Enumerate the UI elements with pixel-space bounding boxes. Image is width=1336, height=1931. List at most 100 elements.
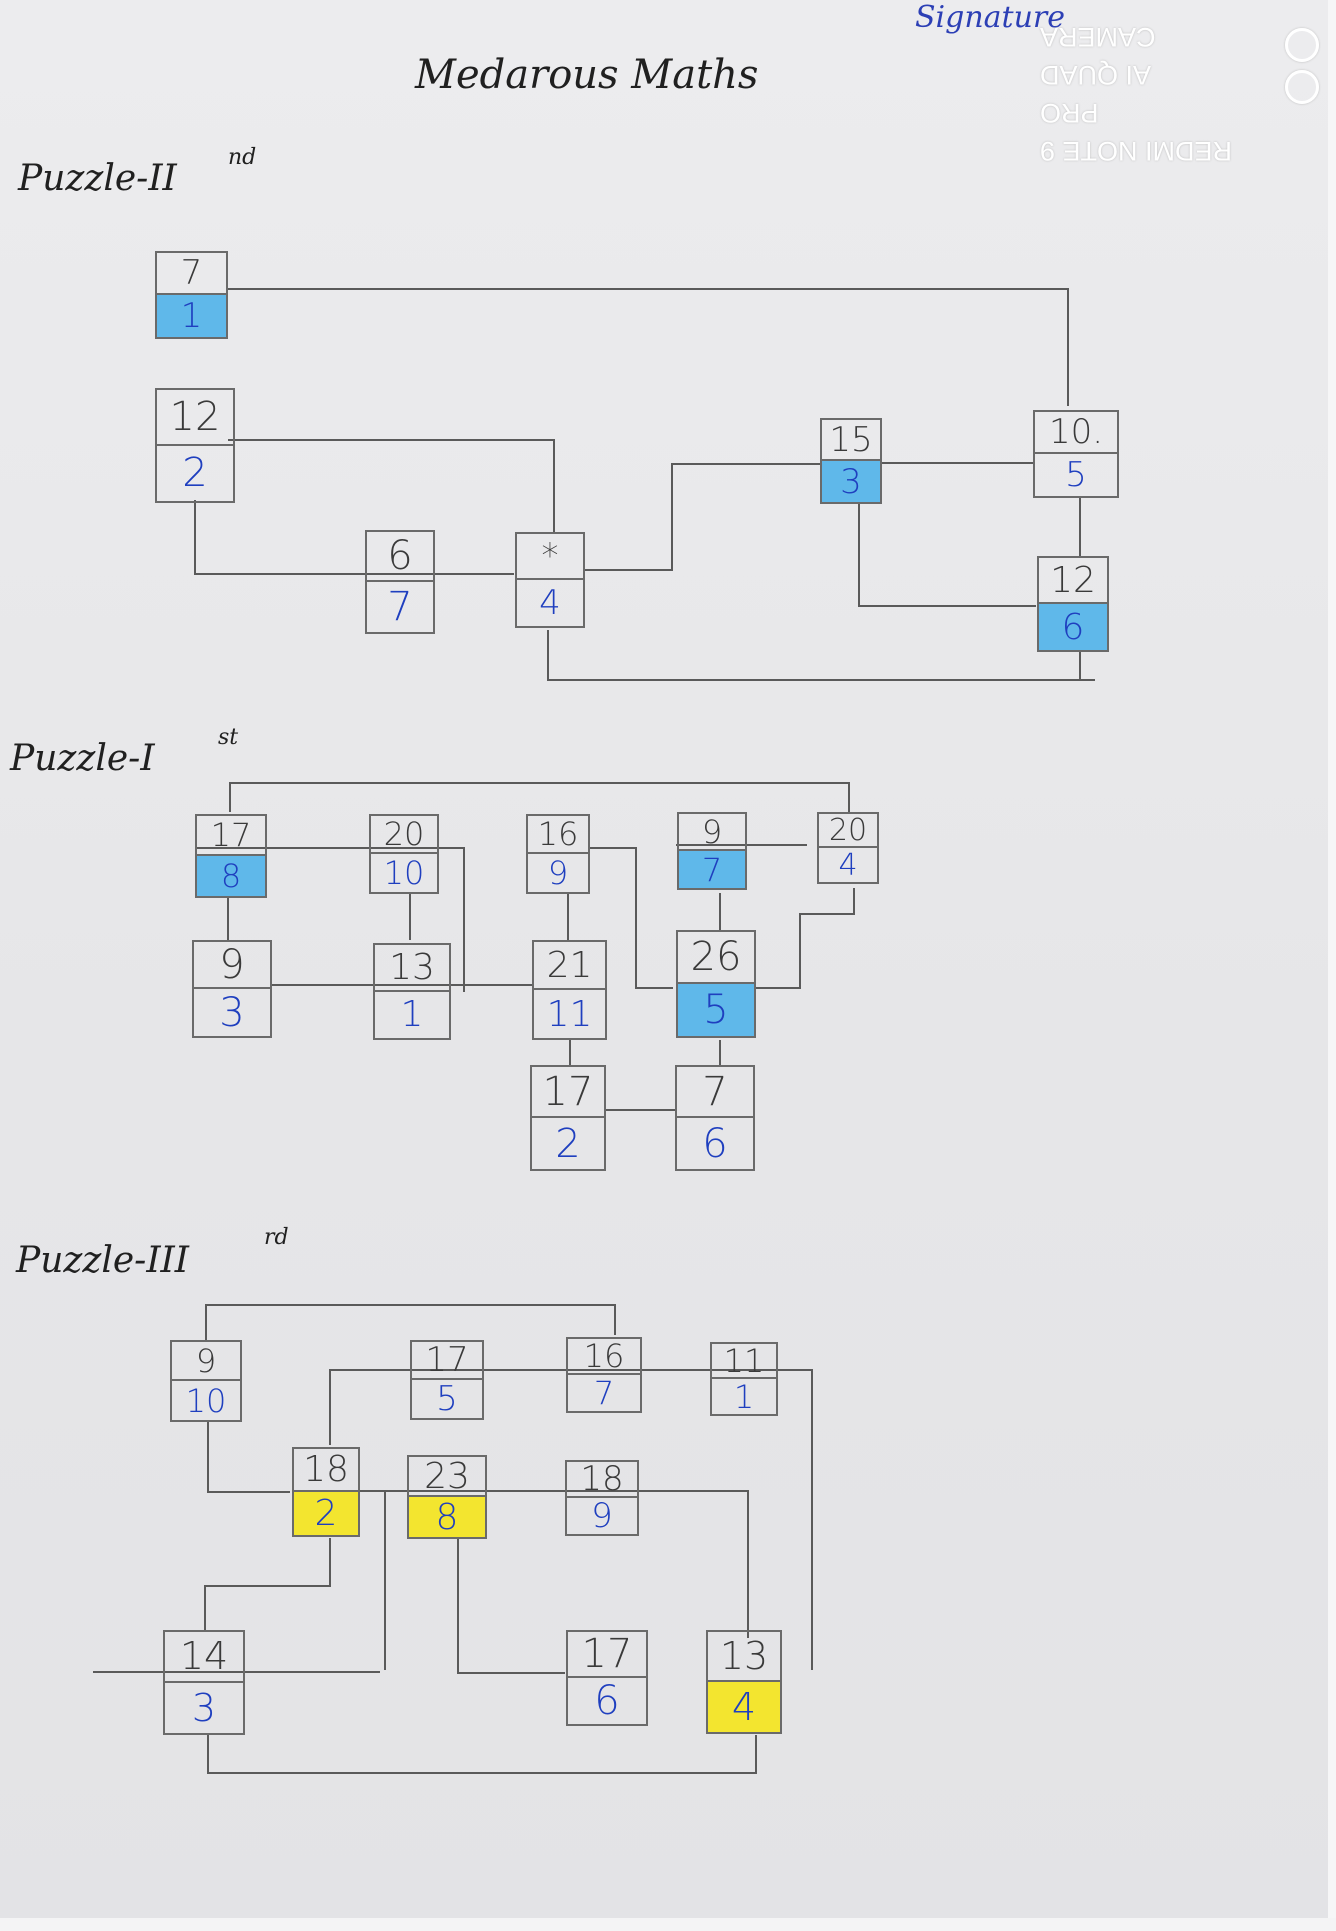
box-bottom-value: 9 (547, 854, 569, 892)
connector-line (194, 500, 514, 575)
number-box: 13 1 (373, 943, 451, 1040)
number-box: 26 5 (676, 930, 756, 1038)
box-bottom-value: 11 (546, 993, 593, 1035)
box-top-value: 9 (679, 813, 745, 851)
connector-line (457, 1538, 565, 1674)
box-top-value: 15 (822, 420, 880, 461)
number-box: 20 10 (369, 814, 439, 894)
connector-line (205, 1304, 616, 1340)
connector-line (752, 888, 855, 989)
box-top-value: * (517, 534, 583, 580)
connector-line (228, 439, 555, 532)
connector-line (207, 1420, 290, 1493)
connector-line (207, 1735, 757, 1774)
number-box: 16 7 (566, 1337, 642, 1413)
number-box: 13 4 (706, 1630, 782, 1734)
puzzle-heading: Puzzle-I (10, 738, 155, 779)
page-bottom-edge (0, 1918, 1336, 1931)
number-box: 9 7 (677, 812, 747, 890)
watermark-line-1: REDMI NOTE 9 PRO (1040, 98, 1233, 166)
box-bottom-value: 6 (702, 1120, 728, 1167)
box-bottom-value: 7 (593, 1374, 615, 1412)
number-box: 16 9 (526, 814, 590, 894)
puzzle-heading-suffix: rd (264, 1225, 289, 1250)
box-bottom-value: 6 (1039, 604, 1107, 650)
box-top-value: 7 (677, 1067, 753, 1118)
box-top-value: 13 (375, 945, 449, 992)
box-top-value: 21 (534, 942, 605, 990)
number-box: 12 2 (155, 388, 235, 503)
box-bottom-value: 10 (383, 854, 425, 892)
puzzle-heading: Puzzle-III (16, 1240, 189, 1281)
page-title: Medarous Maths (415, 52, 759, 98)
number-box: 20 4 (817, 812, 879, 884)
number-box: * 4 (515, 532, 585, 628)
box-top-value: 26 (678, 932, 754, 984)
box-bottom-value: 3 (219, 989, 245, 1036)
box-top-value: 18 (567, 1459, 637, 1499)
box-bottom-value: 2 (294, 1492, 358, 1535)
number-box: 23 8 (407, 1455, 487, 1539)
box-bottom-value: 3 (191, 1685, 217, 1730)
number-box: 21 11 (532, 940, 607, 1040)
box-bottom-value: 5 (1065, 455, 1087, 495)
box-bottom-value: 2 (182, 450, 208, 497)
watermark-line-2: AI QUAD CAMERA (1040, 22, 1156, 90)
number-box: 17 5 (410, 1340, 484, 1420)
box-bottom-value: 2 (555, 1120, 581, 1167)
box-top-value: 7 (157, 253, 226, 295)
box-top-value: 12 (157, 390, 233, 446)
puzzle-heading-suffix: st (218, 725, 239, 750)
box-bottom-value: 5 (436, 1379, 458, 1419)
box-bottom-value: 5 (678, 984, 754, 1036)
box-bottom-value: 1 (157, 295, 226, 337)
number-box: 17 2 (530, 1065, 606, 1171)
camera-lens-icon (1285, 28, 1319, 62)
box-bottom-value: 4 (708, 1682, 780, 1732)
camera-lens-icon (1285, 70, 1319, 104)
box-top-value: 11 (712, 1342, 776, 1380)
box-top-value: 13 (708, 1632, 780, 1682)
number-box: 7 1 (155, 251, 228, 339)
number-box: 9 10 (170, 1340, 242, 1422)
box-top-value: 17 (197, 816, 265, 856)
box-top-value: 9 (172, 1342, 240, 1381)
page-edge (1328, 0, 1336, 1931)
box-top-value: 20 (819, 813, 877, 848)
number-box: 14 3 (163, 1630, 245, 1735)
number-box: 11 1 (710, 1342, 778, 1416)
box-top-value: 18 (294, 1449, 358, 1492)
number-box: 17 6 (566, 1630, 648, 1726)
box-bottom-value: 8 (409, 1497, 485, 1538)
connector-line (329, 1369, 813, 1670)
connector-line (547, 630, 1095, 681)
box-top-value: 17 (568, 1631, 646, 1678)
connector-line (360, 1490, 749, 1638)
box-top-value: 6 (367, 532, 433, 582)
box-top-value: 17 (532, 1067, 604, 1118)
number-box: 10. 5 (1033, 410, 1119, 498)
number-box: 7 6 (675, 1065, 755, 1171)
box-bottom-value: 1 (400, 994, 424, 1036)
connector-line (590, 847, 673, 989)
connector-line (204, 1538, 331, 1630)
number-box: 15 3 (820, 418, 882, 504)
box-bottom-value: 8 (197, 856, 265, 896)
box-bottom-value: 3 (822, 461, 880, 502)
number-box: 17 8 (195, 814, 267, 898)
box-top-value: 12 (1039, 558, 1107, 604)
box-top-value: 16 (568, 1337, 640, 1375)
box-top-value: 16 (528, 815, 588, 854)
signature: Signature (915, 0, 1066, 35)
number-box: 18 9 (565, 1459, 639, 1536)
box-bottom-value: 10 (185, 1381, 227, 1420)
box-top-value: 23 (409, 1456, 485, 1497)
box-top-value: 20 (371, 815, 437, 854)
connector-line (229, 782, 850, 812)
connector-line (196, 847, 465, 992)
puzzle-heading-suffix: nd (228, 145, 257, 170)
box-bottom-value: 1 (733, 1377, 755, 1416)
box-bottom-value: 4 (838, 847, 858, 883)
connector-line (583, 463, 826, 571)
